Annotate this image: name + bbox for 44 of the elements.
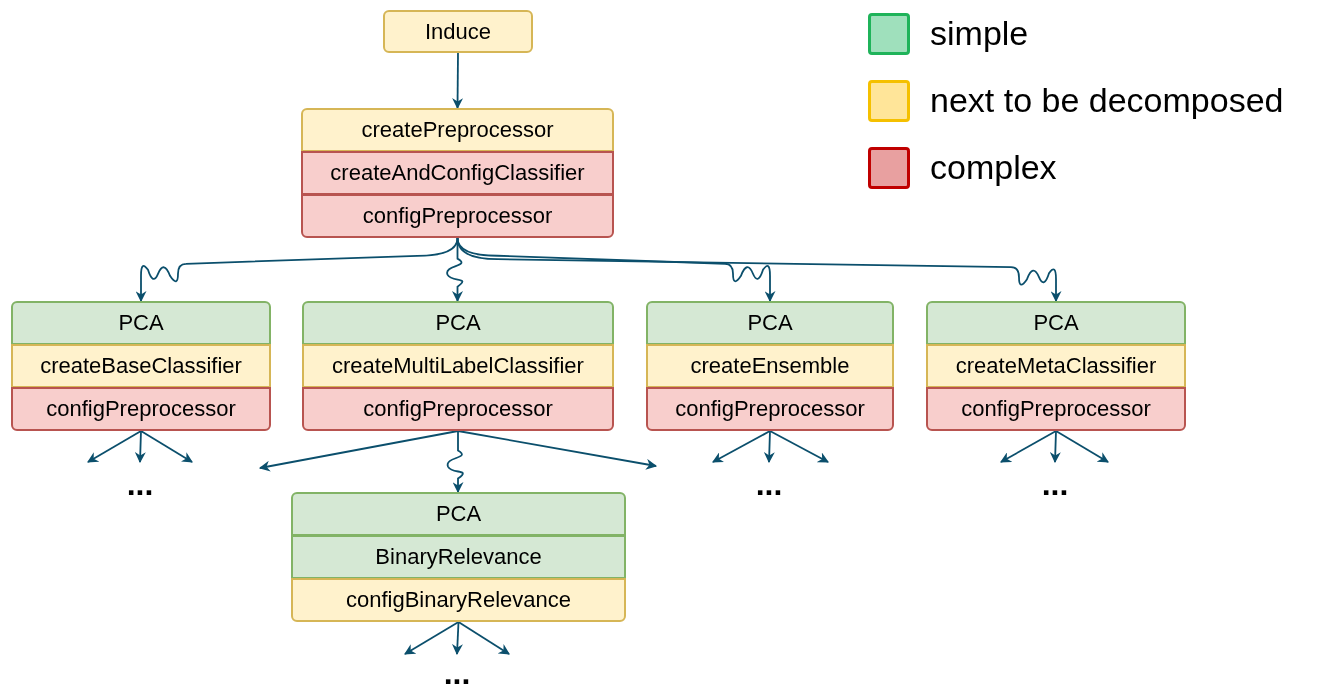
arrow [134,430,146,464]
arrow [446,430,464,494]
process-box: Induce [383,10,533,53]
legend-text: next to be decomposed [930,81,1284,120]
process-box: PCA [926,301,1186,345]
arrow [763,430,775,464]
arrow [1049,430,1061,464]
arrow [1000,430,1057,463]
process-box: createAndConfigClassifier [301,151,614,195]
legend-text: complex [930,148,1057,187]
process-box: configPreprocessor [646,387,894,431]
process-box: configBinaryRelevance [291,578,626,622]
process-box: PCA [646,301,894,345]
ellipsis-label: ... [126,468,154,500]
process-box: createMetaClassifier [926,344,1186,388]
arrow [769,430,829,463]
process-box: configPreprocessor [11,387,271,431]
process-box: PCA [11,301,271,345]
arrow [712,430,771,463]
process-box: configPreprocessor [301,194,614,238]
process-box: configPreprocessor [926,387,1186,431]
arrow [258,430,459,472]
process-box: PCA [302,301,614,345]
arrow [87,430,142,463]
process-box: createPreprocessor [301,108,614,152]
process-box: configPreprocessor [302,387,614,431]
arrow [404,621,460,655]
process-box: BinaryRelevance [291,535,626,579]
ellipsis-label: ... [443,657,471,689]
process-box: PCA [291,492,626,536]
arrow [456,237,1062,303]
arrow [140,430,193,463]
legend-text: simple [930,14,1029,53]
arrow [457,430,658,470]
arrow [457,621,510,655]
ellipsis-label: ... [755,468,783,500]
ellipsis-label: ... [1041,468,1069,500]
arrow [135,237,459,303]
arrow [452,52,464,110]
process-box: createEnsemble [646,344,894,388]
process-box: createBaseClassifier [11,344,271,388]
process-box: createMultiLabelClassifier [302,344,614,388]
arrow [1055,430,1109,463]
arrow [451,621,463,656]
